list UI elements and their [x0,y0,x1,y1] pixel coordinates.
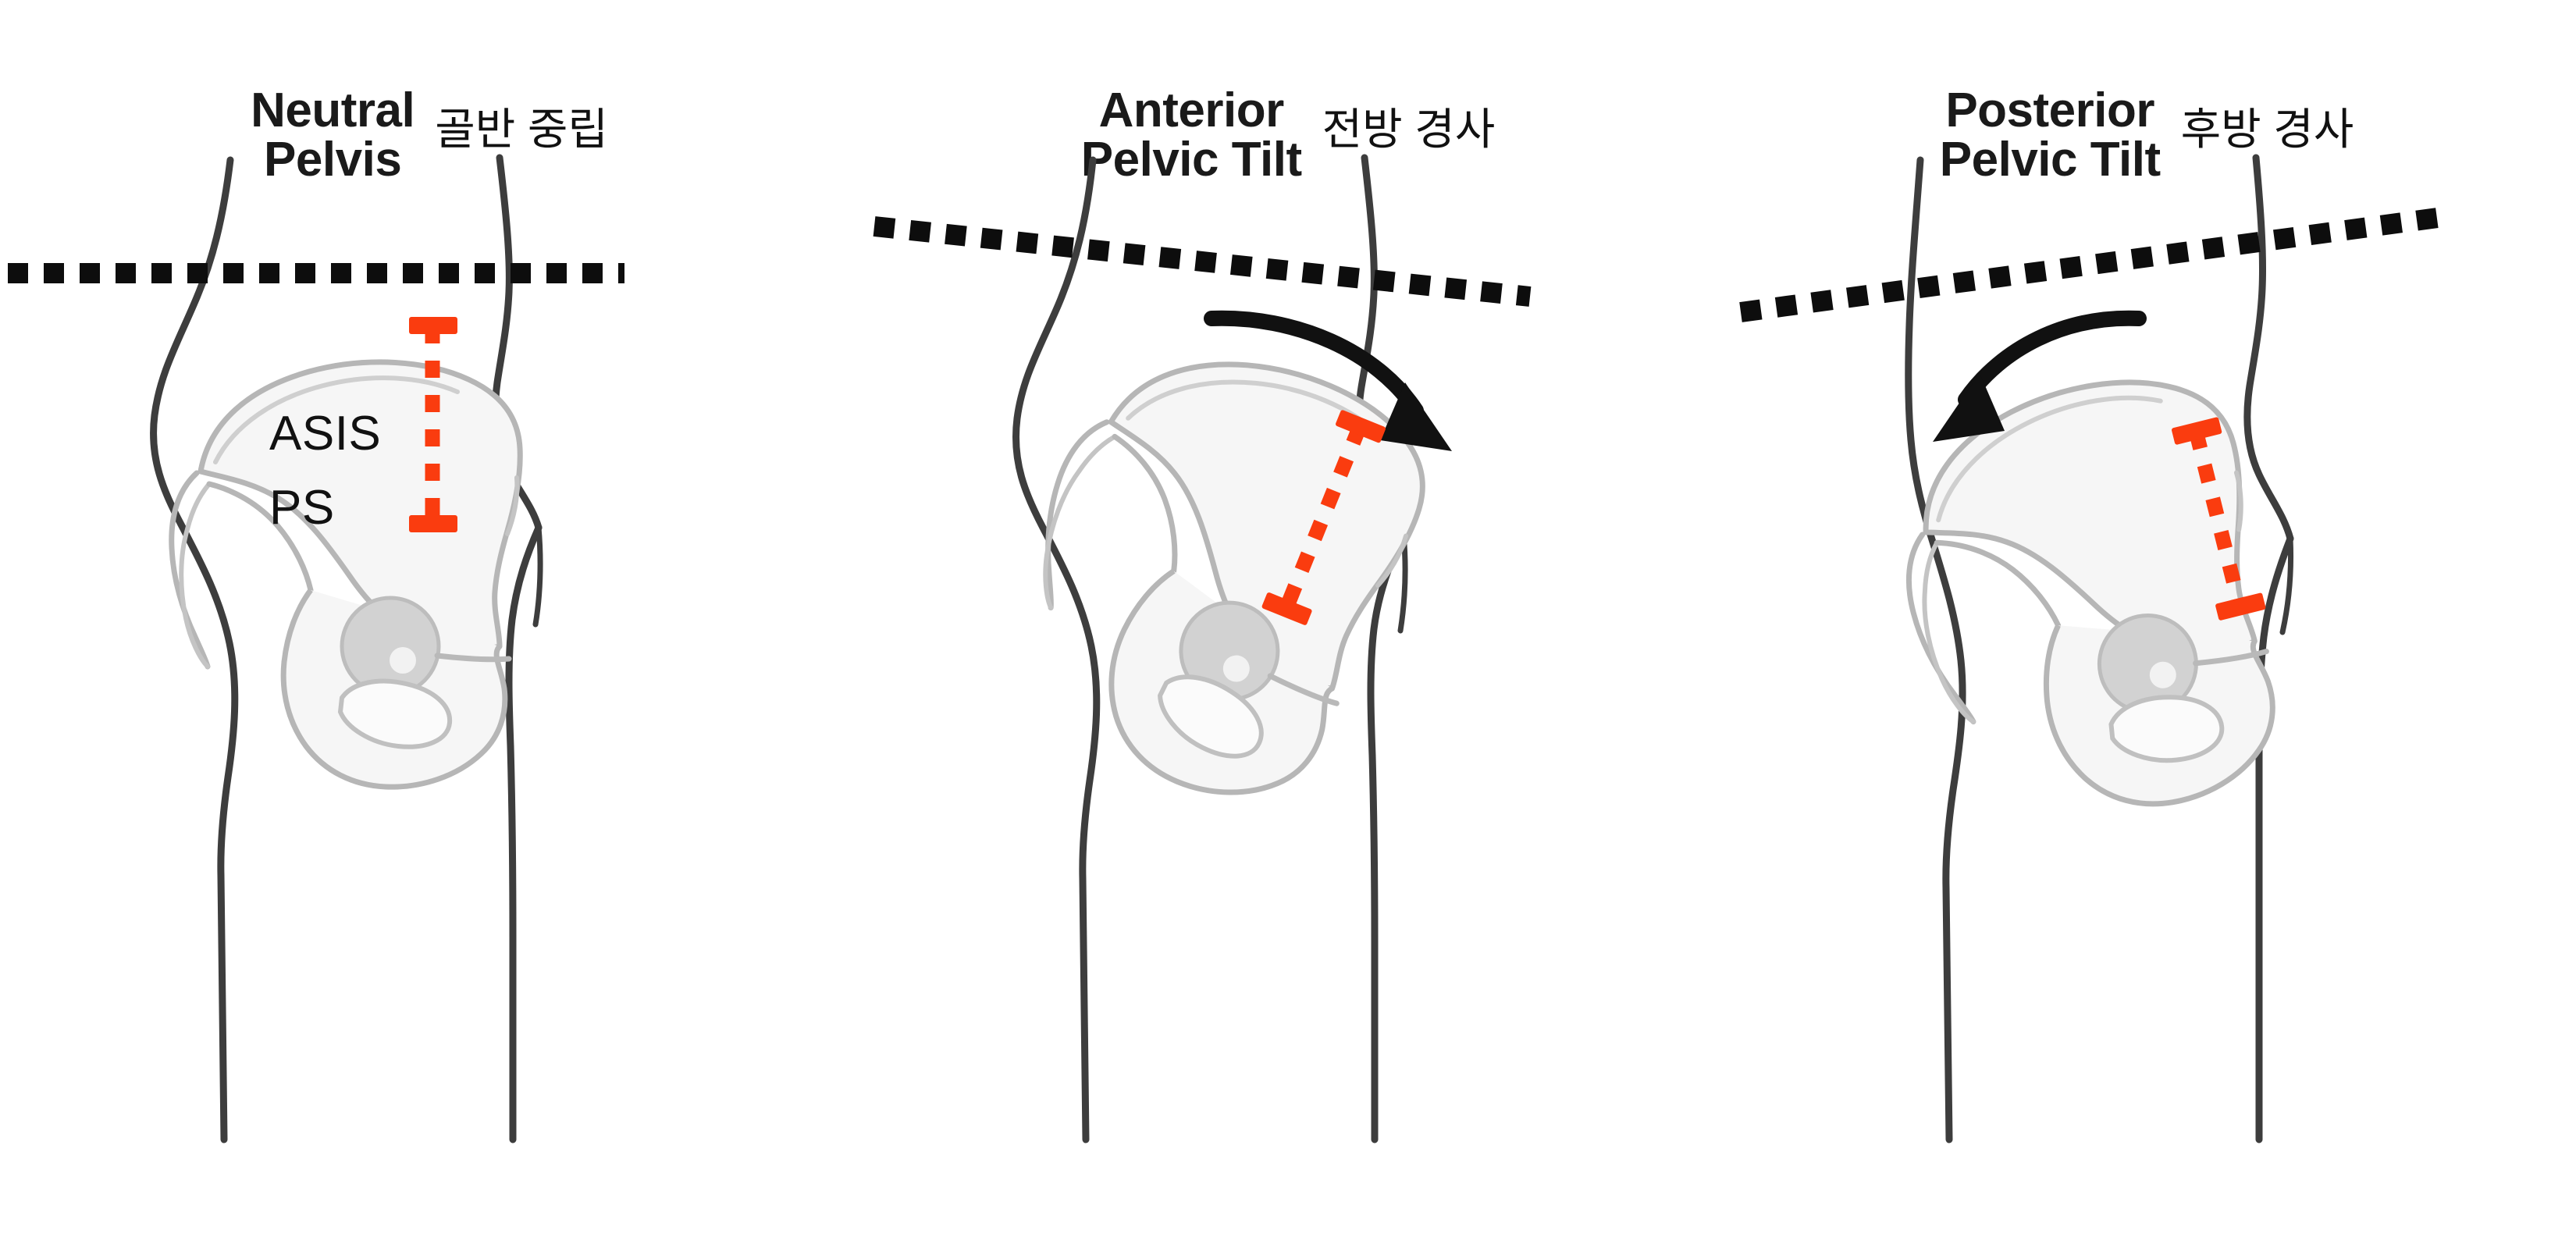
reference-line [873,216,1532,307]
panel-posterior-pelvic-tilt: Posterior Pelvic Tilt 후방 경사 [1717,0,2576,1252]
reference-line [1739,207,2445,322]
measure-cap-bottom [2215,592,2266,621]
measure-cap-top [2172,417,2222,445]
panel-anterior-pelvic-tilt: Anterior Pelvic Tilt 전방 경사 [859,0,1717,1252]
body-outline-back [491,154,543,1144]
measure-cap-top [1336,410,1386,443]
panel-title-korean: 후방 경사 [2180,105,2354,154]
label-asis: ASIS [269,407,382,461]
panel-title-english: Neutral Pelvis [251,84,415,187]
asis-ps-measure-line [1261,410,1386,625]
rotation-arrow-anterior [1204,310,1452,451]
rotation-arrow-posterior [1933,310,2147,442]
panel-title-korean: 전방 경사 [1322,105,1496,154]
panel-title-english: Posterior Pelvic Tilt [1939,84,2161,187]
panel-title-english: Anterior Pelvic Tilt [1080,84,1302,187]
pelvis-bone [169,359,523,790]
panel-illustration [1717,125,2576,1252]
pelvis-bone [1043,361,1425,795]
measure-cap-bottom [409,515,457,532]
panel-title-korean: 골반 중립 [435,105,608,154]
body-outline-front [1905,156,1966,1144]
arrowhead [1380,382,1452,451]
panel-illustration [859,125,1717,1252]
body-outline-front [1012,156,1101,1144]
measure-cap-bottom [1261,592,1312,625]
label-ps: PS [269,481,335,535]
pelvis-bone [1905,379,2275,807]
panel-title-group: Anterior Pelvic Tilt 전방 경사 [859,86,1717,242]
asis-ps-measure-line [2172,417,2266,621]
panel-neutral-pelvis: Neutral Pelvis 골반 중립 [0,0,859,1252]
asis-ps-measure-line [409,317,457,532]
panel-title-group: Posterior Pelvic Tilt 후방 경사 [1717,86,2576,242]
panel-title-group: Neutral Pelvis 골반 중립 [0,86,859,242]
panel-illustration: ASIS PS [0,125,859,1252]
measure-cap-top [409,317,457,334]
body-outline-front [150,156,239,1144]
body-outline-back [1355,154,1408,1144]
arrowhead [1933,373,2005,442]
